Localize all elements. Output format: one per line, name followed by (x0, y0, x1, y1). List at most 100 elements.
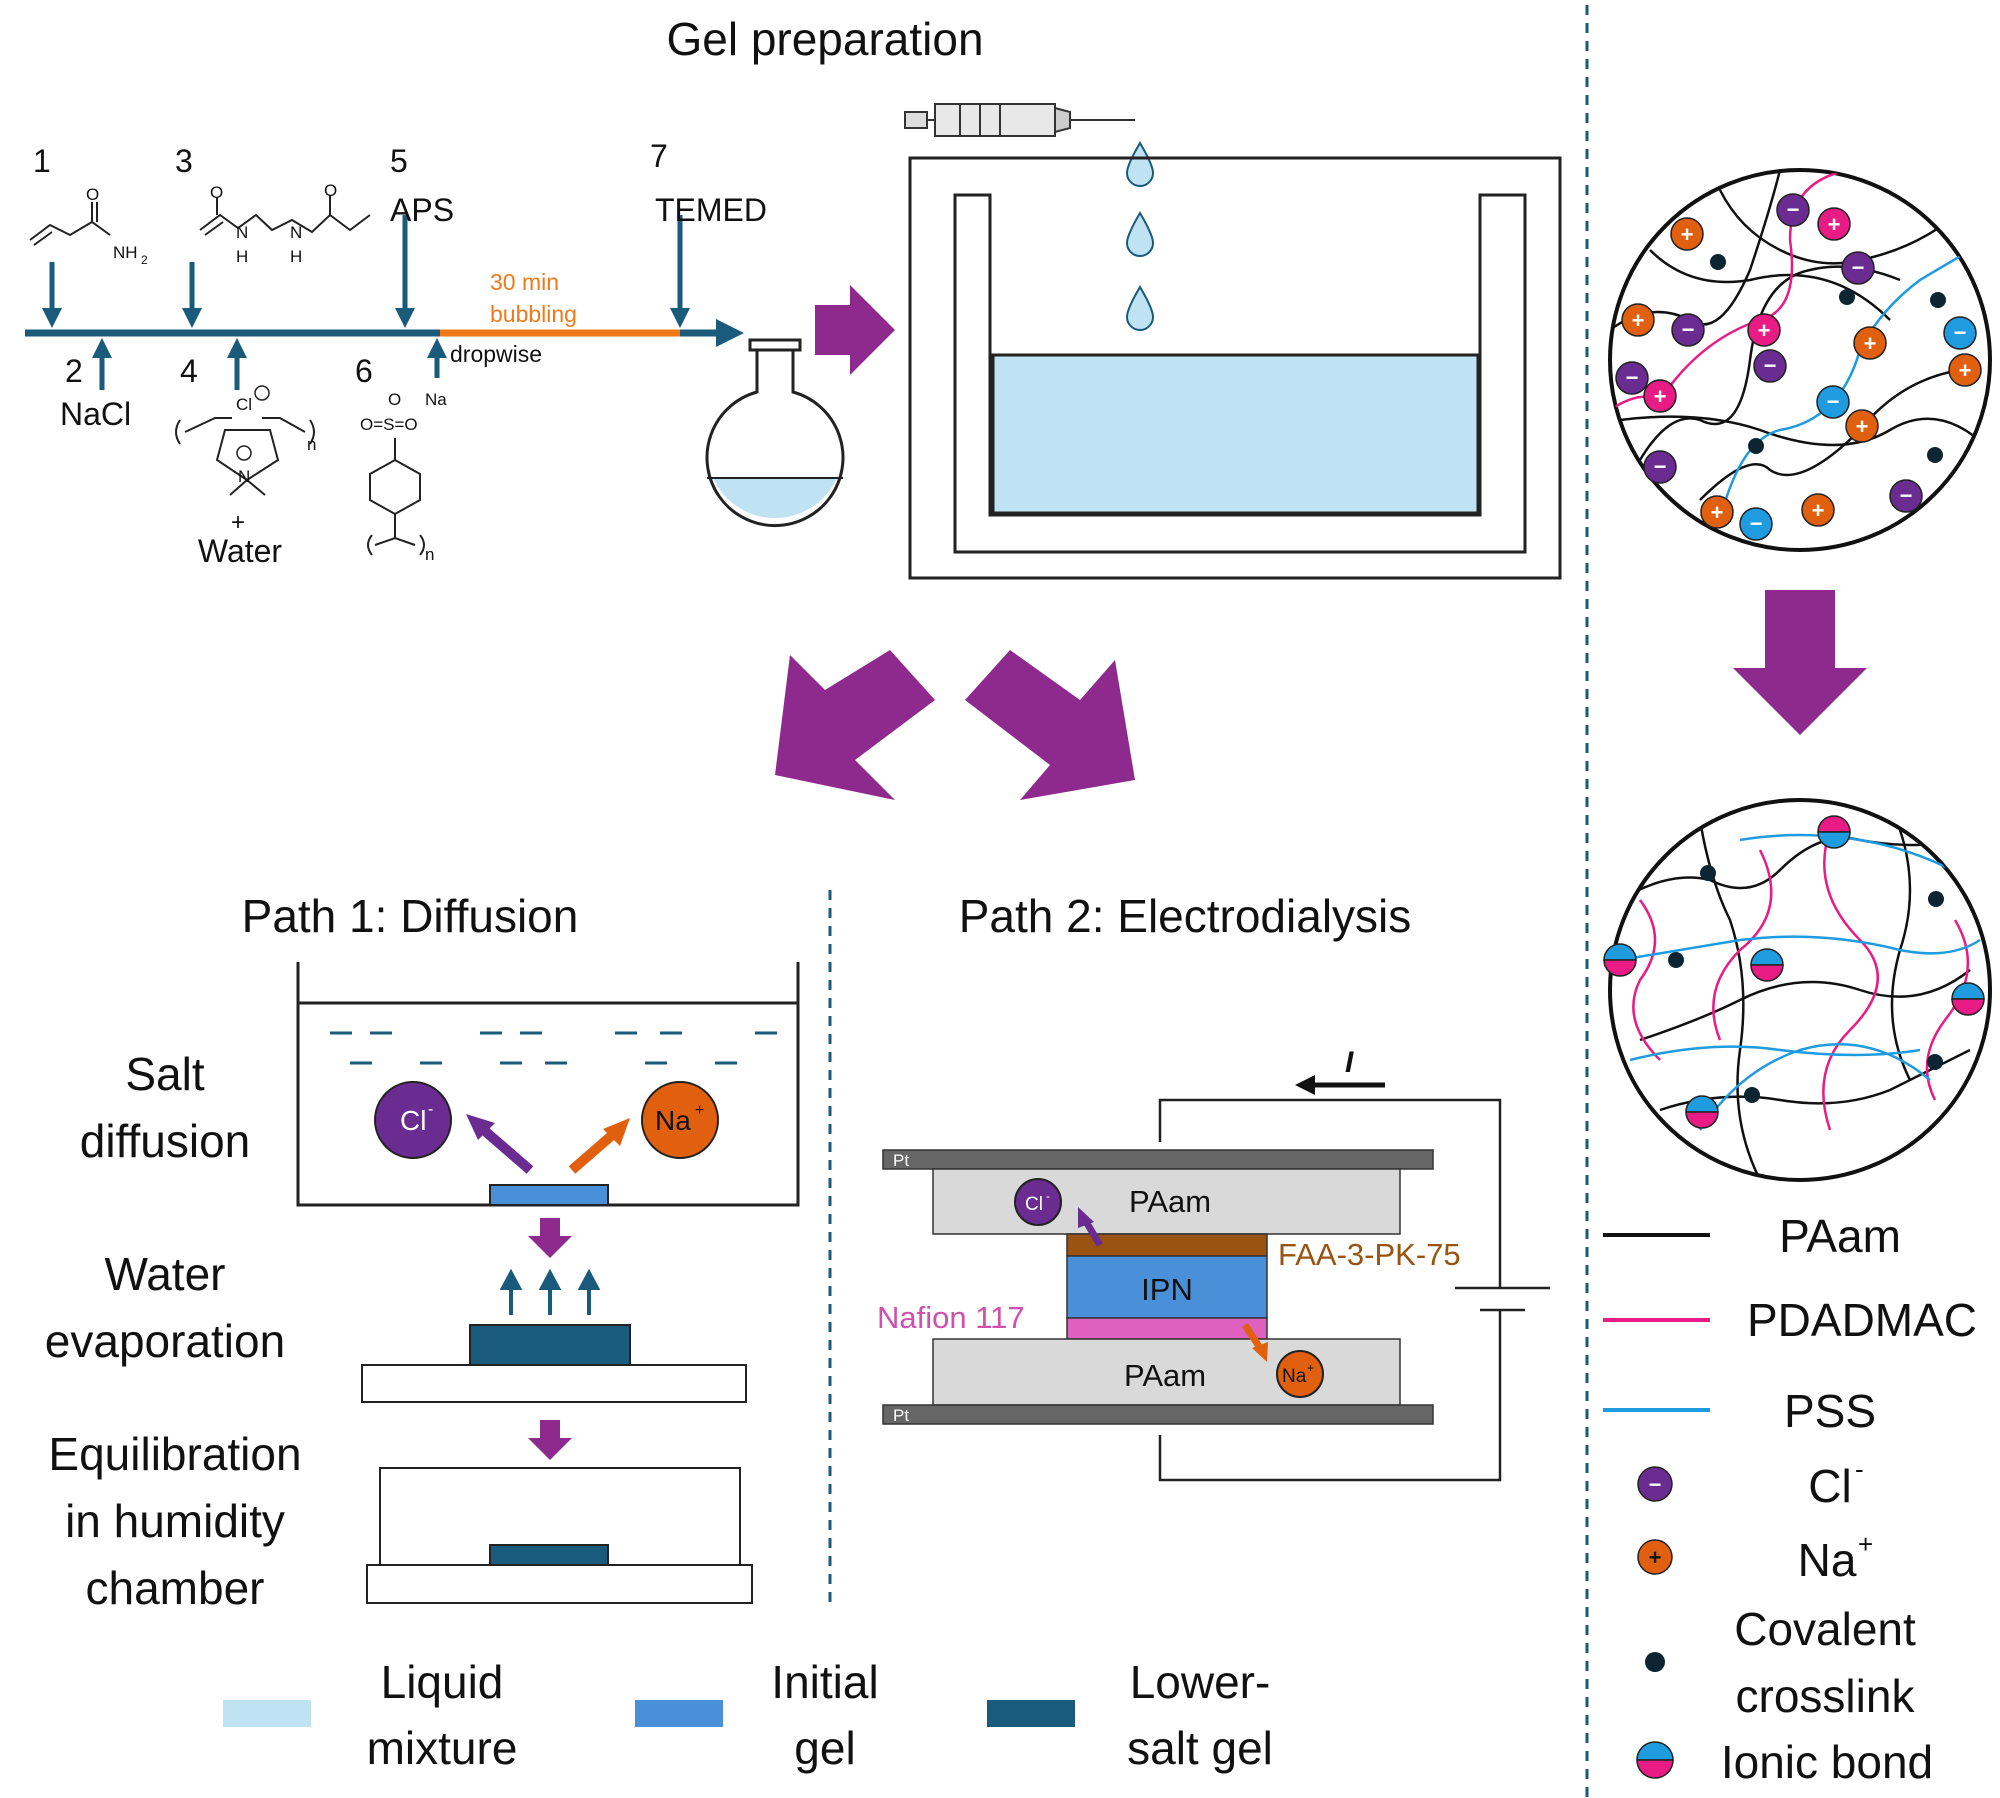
legend-cl-sup: - (1855, 1454, 1864, 1484)
pss-o-top: O (388, 390, 401, 409)
legend-lower-salt-gel-1: Lower- (1130, 1656, 1271, 1708)
paam-bottom-label: PAam (1124, 1358, 1206, 1393)
legend-initial-gel-2: gel (794, 1722, 855, 1774)
pdadmac-n-charge (236, 445, 252, 461)
bisacrylamide-structure (199, 195, 371, 236)
path2-title: Path 2: Electrodialysis (959, 890, 1412, 942)
pdadmac-n: N (238, 467, 250, 486)
svg-text:+: + (1711, 500, 1724, 525)
legend-ionic-label: Ionic bond (1721, 1736, 1933, 1788)
pdadmac-cl: Cl (236, 395, 252, 414)
path1-na-ion: Na (655, 1105, 691, 1136)
path2-na-ion-sup: + (1307, 1361, 1314, 1375)
arrow-network-down (1733, 590, 1867, 735)
svg-text:+: + (1959, 358, 1972, 383)
ipn-label: IPN (1141, 1272, 1193, 1307)
arrow-to-mold (815, 285, 895, 375)
legend-covalent-label-2: crosslink (1736, 1670, 1916, 1722)
acrylamide-nh2-sub: 2 (141, 253, 148, 267)
pss-subscript-n: n (425, 545, 434, 564)
arrow-to-path2 (965, 650, 1135, 800)
legend-swatch-liquid-mixture (223, 1700, 311, 1727)
mold (908, 156, 1562, 580)
network-circle-final (1603, 798, 1992, 1182)
svg-text:−: − (1852, 255, 1865, 280)
legend-pss-label: PSS (1784, 1385, 1876, 1437)
svg-text:+: + (1856, 414, 1869, 439)
svg-text:−: − (1827, 389, 1840, 414)
legend-lower-salt-gel-2: salt gel (1127, 1722, 1273, 1774)
salt-bath (296, 962, 800, 1207)
acrylamide-nh2: NH (113, 243, 138, 262)
bisacrylamide-h-left: H (236, 247, 248, 266)
path2-na-ion: Na (1282, 1366, 1307, 1387)
svg-text:+: + (1758, 318, 1771, 343)
pt-bottom-label: Pt (893, 1406, 909, 1425)
faa-membrane-label: FAA-3-PK-75 (1278, 1237, 1461, 1272)
right-legend: − + (1603, 1233, 1710, 1779)
step-5-number: 5 (390, 143, 408, 179)
svg-text:+: + (1681, 222, 1694, 247)
temed-label: TEMED (655, 192, 767, 228)
legend-ionic-icon-top (1636, 1741, 1674, 1761)
svg-text:−: − (1787, 197, 1800, 222)
bisacrylamide-o-right: O (324, 181, 337, 200)
svg-text:−: − (1764, 353, 1777, 378)
bisacrylamide-o-left: O (210, 183, 223, 202)
arrow-down-1 (528, 1218, 572, 1258)
equilibration-label-3: chamber (86, 1562, 265, 1614)
path1-cl-ion: Cl (400, 1105, 426, 1136)
svg-text:+: + (1864, 331, 1877, 356)
current-label: I (1345, 1046, 1354, 1079)
svg-text:−: − (1626, 365, 1639, 390)
legend-na-icon (1637, 1539, 1673, 1575)
humidity-chamber (366, 1467, 753, 1604)
path2-cl-ion: Cl (1025, 1194, 1043, 1215)
salt-diffusion-label-2: diffusion (80, 1115, 251, 1167)
legend-covalent-icon (1645, 1652, 1665, 1672)
legend-ionic-icon-bottom (1636, 1759, 1674, 1779)
flask (705, 338, 845, 527)
path1-title: Path 1: Diffusion (242, 890, 579, 942)
svg-text:−: − (1954, 320, 1967, 345)
droplets (1125, 141, 1155, 331)
network-circle-initial: +−+ −+− +−+ −+− +−+ −−+ −+ (1608, 168, 1992, 552)
legend-swatch-lower-salt-gel (987, 1700, 1075, 1727)
pss-na: Na (425, 390, 447, 409)
svg-text:−: − (1649, 1472, 1662, 1497)
pdadmac-cl-charge (254, 385, 270, 401)
step-2-number: 2 (65, 353, 83, 389)
gel-preparation-title: Gel preparation (666, 13, 983, 65)
legend-liquid-mixture-2: mixture (367, 1722, 518, 1774)
legend-cl-icon (1637, 1466, 1673, 1502)
aps-label: APS (390, 192, 454, 228)
paam-top-label: PAam (1129, 1184, 1211, 1219)
pss-so3: O=S=O (360, 415, 418, 434)
acrylamide-structure (29, 202, 111, 246)
electrodialysis-cell (882, 1075, 1550, 1482)
legend-liquid-mixture-1: Liquid (381, 1656, 504, 1708)
path2-cl-ion-sup: - (1046, 1189, 1050, 1203)
nacl-label: NaCl (60, 396, 131, 432)
arrow-down-2 (528, 1420, 572, 1460)
pss-structure (367, 438, 425, 556)
network1-ions: +−+ −+− +−+ −+− +−+ −−+ −+ (1615, 193, 1982, 541)
bubbling-label-2: bubbling (490, 301, 577, 327)
legend-paam-label: PAam (1779, 1210, 1901, 1262)
legend-swatch-initial-gel (635, 1700, 723, 1727)
legend-pdadmac-label: PDADMAC (1747, 1294, 1977, 1346)
step-1-number: 1 (33, 143, 51, 179)
bisacrylamide-n-right: N (290, 223, 302, 242)
nafion-membrane-label: Nafion 117 (877, 1300, 1025, 1335)
step-6-number: 6 (355, 353, 373, 389)
legend-initial-gel-1: Initial (771, 1656, 878, 1708)
acrylamide-o: O (86, 185, 99, 204)
svg-text:−: − (1900, 483, 1913, 508)
water-plus: + (231, 509, 245, 536)
step-3-number: 3 (175, 143, 193, 179)
path1-cl-ion-sup: - (428, 1101, 433, 1118)
step-7-number: 7 (650, 138, 668, 174)
water-evaporation-label-1: Water (105, 1248, 226, 1300)
bisacrylamide-h-right: H (290, 247, 302, 266)
timeline (25, 215, 744, 390)
